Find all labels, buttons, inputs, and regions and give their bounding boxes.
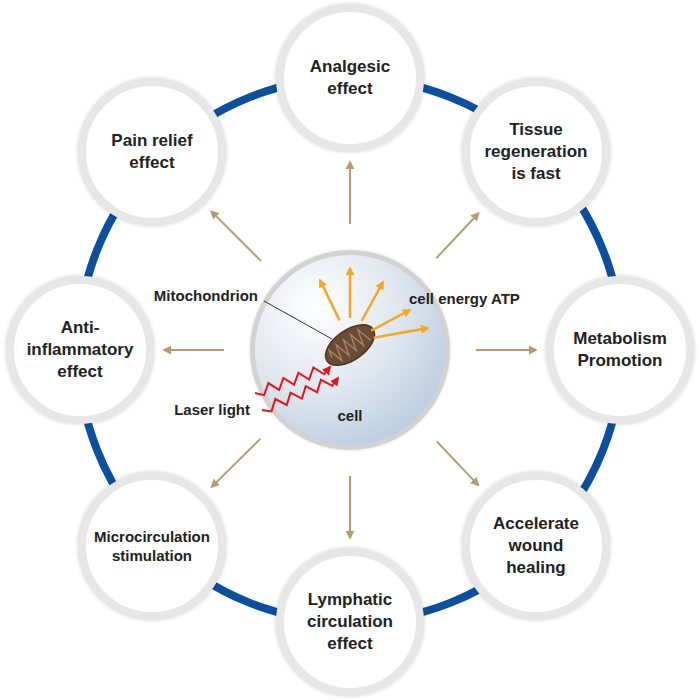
annotation-label: cell energy ATP	[409, 290, 520, 307]
effect-arrow	[349, 476, 351, 538]
cell-circle: cell	[250, 250, 450, 450]
effect-arrow	[212, 439, 261, 487]
effect-arrow	[349, 162, 351, 224]
effect-label: Pain relief effect	[97, 130, 207, 174]
effect-label: Analgesic effect	[294, 56, 406, 100]
laser-beam	[255, 367, 330, 395]
laser-beam	[262, 378, 338, 411]
effect-arrow	[211, 211, 261, 261]
effect-label: Tissue regeneration is fast	[480, 119, 592, 185]
effect-circle: Pain relief effect	[78, 78, 226, 226]
mitochondrion-shape	[318, 317, 381, 374]
atp-arrow	[320, 280, 340, 320]
effect-label: Lymphatic circulation effect	[294, 589, 406, 655]
atp-arrow	[349, 268, 352, 318]
effect-label: Metabolism Promotion	[564, 328, 676, 372]
effect-label: Accelerate wound healing	[486, 513, 586, 579]
effect-circle: Accelerate wound healing	[462, 472, 610, 620]
effect-arrow	[164, 349, 224, 351]
atp-arrow	[362, 282, 383, 321]
annotation-label: Laser light	[174, 401, 250, 418]
blue-ring	[78, 78, 622, 622]
cell-label: cell	[337, 407, 362, 424]
effect-arrow	[476, 349, 536, 351]
atp-arrow	[374, 328, 428, 338]
effect-circle: Lymphatic circulation effect	[276, 548, 424, 696]
effect-circle: Microcirculation stimulation	[78, 472, 226, 620]
atp-arrow	[371, 310, 410, 331]
effect-circle: Tissue regeneration is fast	[462, 78, 610, 226]
leader-line	[264, 301, 332, 339]
effect-label: Microcirculation stimulation	[88, 527, 216, 566]
effect-label: Anti- inflammatory effect	[24, 317, 136, 383]
effect-circle: Analgesic effect	[276, 4, 424, 152]
effect-circle: Anti- inflammatory effect	[6, 276, 154, 424]
effect-arrow	[437, 441, 479, 485]
annotation-label: Mitochondrion	[154, 287, 258, 304]
effect-arrow	[436, 213, 478, 258]
effect-circle: Metabolism Promotion	[546, 276, 694, 424]
